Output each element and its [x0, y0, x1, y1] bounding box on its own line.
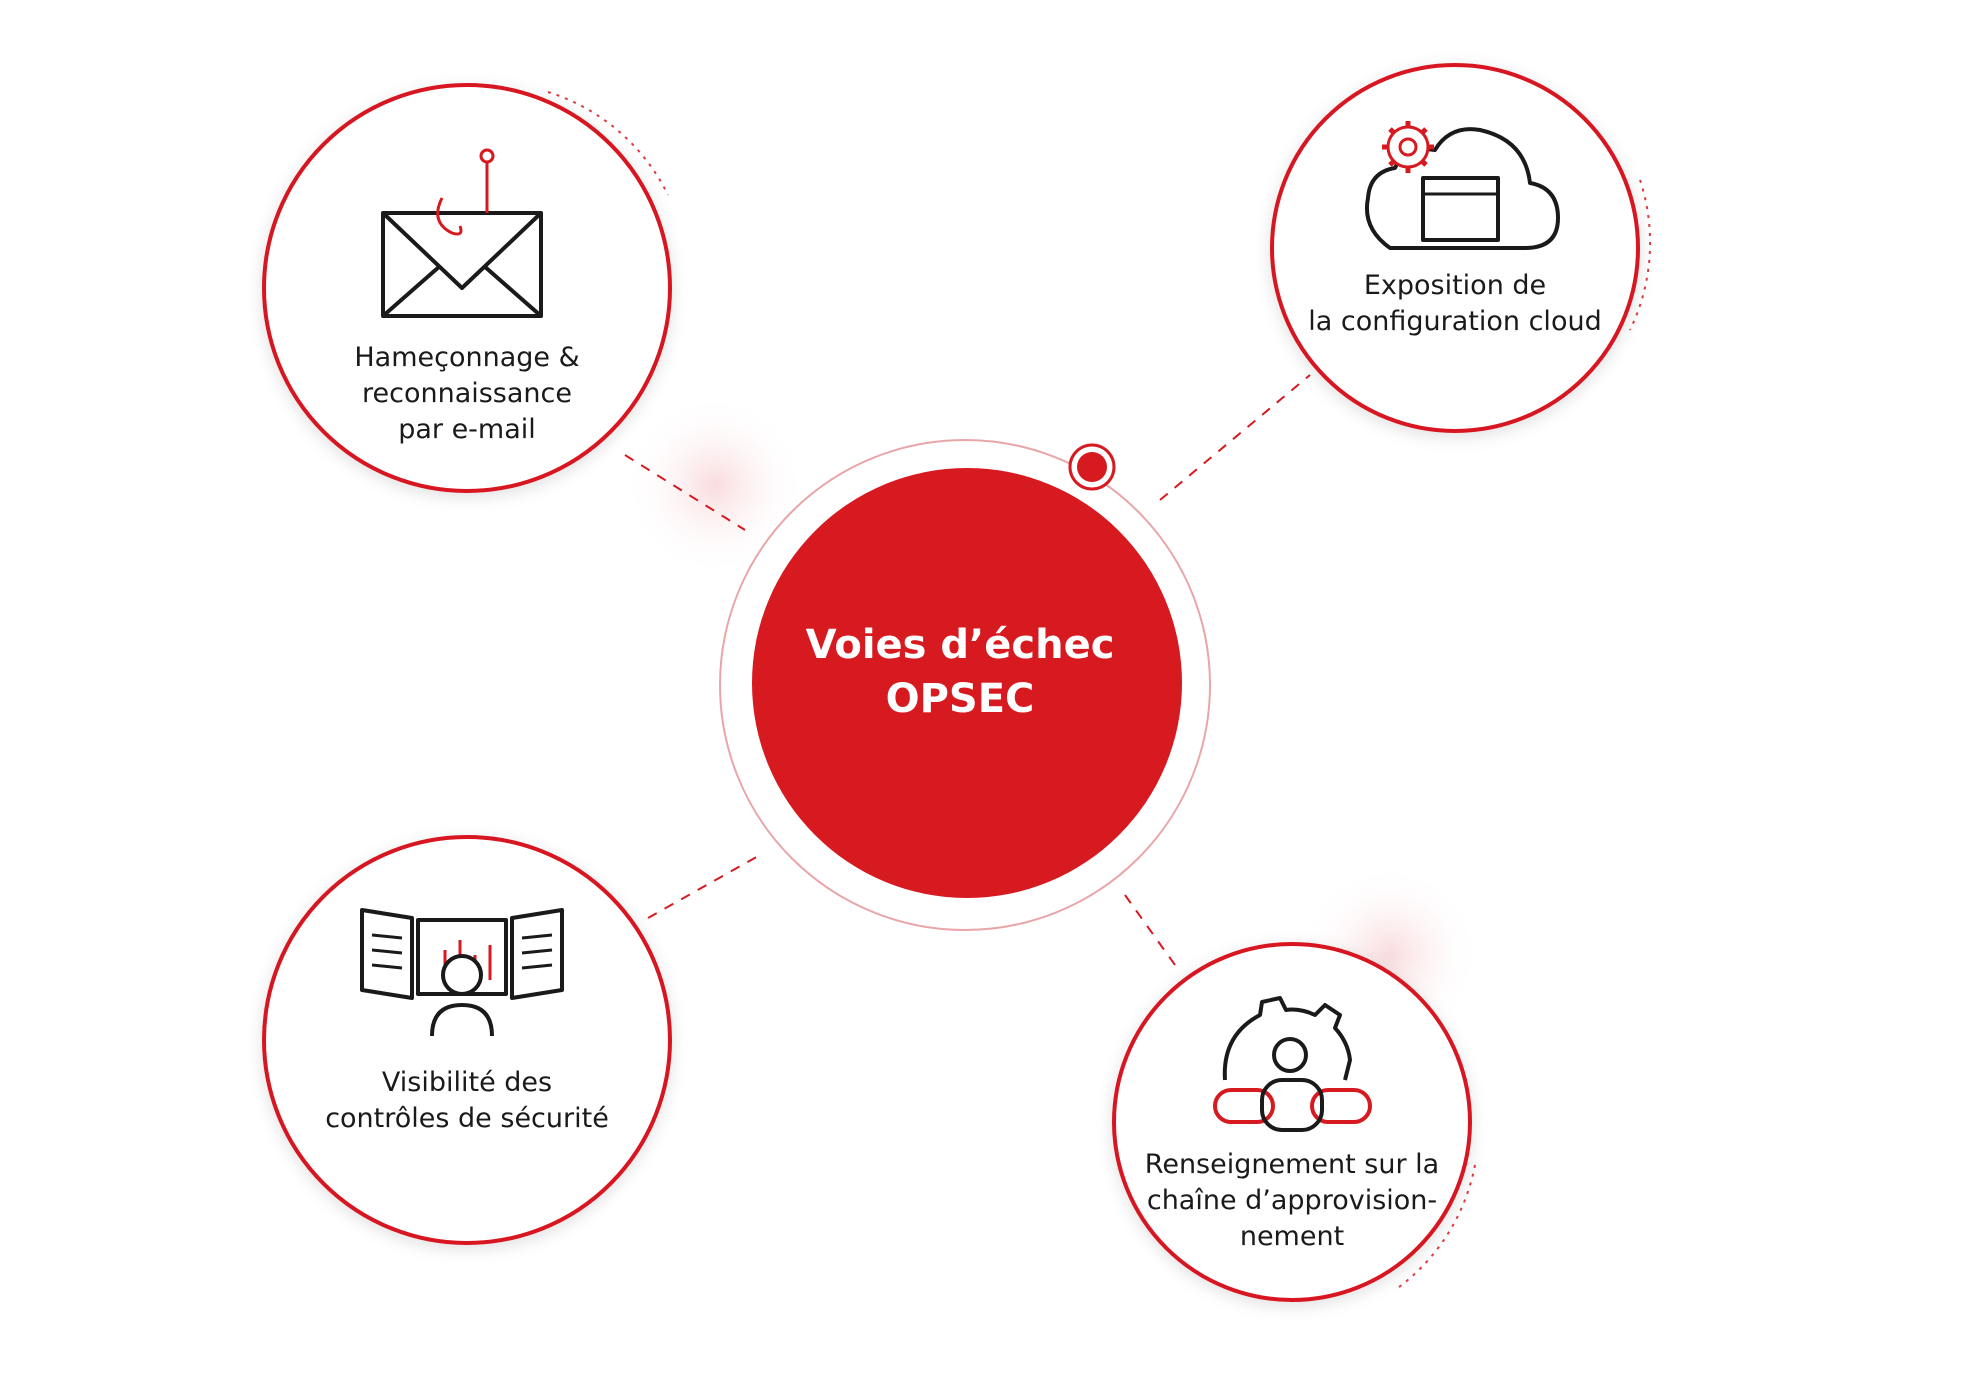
node-label-security: Visibilité des contrôles de sécurité [302, 1065, 632, 1137]
node-label-phishing-line-1: Hameçonnage & [354, 342, 580, 373]
node-label-cloud: Exposition de la configuration cloud [1290, 268, 1620, 340]
node-label-security-line-1: Visibilité des [381, 1067, 553, 1098]
node-label-phishing: Hameçonnage & reconnaissance par e-mail [307, 340, 627, 448]
security-monitoring-icon [360, 908, 564, 1037]
connector-top-right [1159, 374, 1311, 501]
connector-bottom-left [647, 854, 761, 919]
cloud-config-icon [1365, 121, 1560, 250]
node-circle-security [262, 835, 672, 1245]
node-label-supply-line-2: chaîne d’approvision- [1146, 1185, 1438, 1216]
node-circle-phishing [262, 83, 672, 493]
center-title-line-1: Voies d’échec [805, 622, 1115, 668]
node-label-cloud-line-2: la configuration cloud [1308, 306, 1602, 337]
center-circle [752, 468, 1182, 898]
node-label-cloud-line-1: Exposition de [1363, 270, 1547, 301]
center-title-line-2: OPSEC [885, 676, 1035, 722]
node-label-phishing-line-3: par e-mail [398, 414, 536, 445]
node-label-security-line-2: contrôles de sécurité [325, 1103, 609, 1134]
accent-dot [1077, 452, 1107, 482]
supply-chain-icon [1213, 996, 1372, 1132]
node-label-supply: Renseignement sur la chaîne d’approvisio… [1132, 1147, 1452, 1255]
connector-top-left [624, 454, 746, 531]
glow-left [625, 395, 805, 575]
node-label-supply-line-3: nement [1239, 1221, 1345, 1252]
connectors [624, 374, 1311, 966]
center-title: Voies d’échec OPSEC [750, 618, 1170, 726]
node-label-phishing-line-2: reconnaissance [361, 378, 572, 409]
phishing-email-icon [381, 148, 543, 318]
node-label-supply-line-1: Renseignement sur la [1144, 1149, 1440, 1180]
node-circle-supply [1112, 942, 1472, 1302]
connector-bottom-right [1124, 894, 1176, 966]
